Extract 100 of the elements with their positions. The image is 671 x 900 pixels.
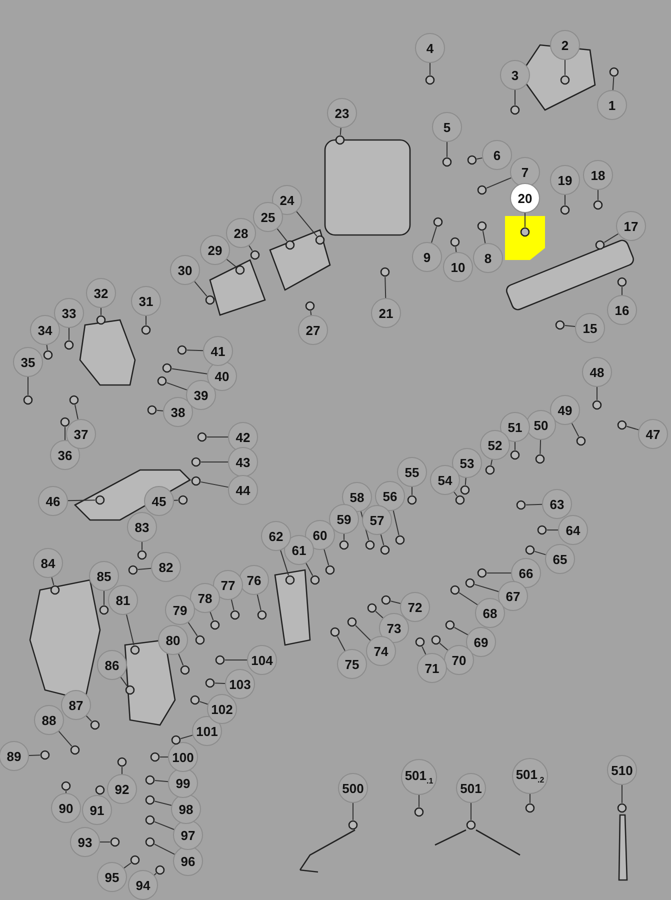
callout-number: 56 xyxy=(382,488,398,504)
callout-number: 102 xyxy=(211,702,233,716)
leader-line xyxy=(534,550,546,556)
leader-line xyxy=(486,177,512,189)
leader-line xyxy=(178,653,184,666)
leader-line xyxy=(46,344,48,351)
callout-number: 72 xyxy=(408,600,422,614)
callout-number: 45 xyxy=(152,494,166,508)
leader-line xyxy=(612,76,614,91)
leader-line xyxy=(230,599,234,611)
callout-number: 76 xyxy=(246,572,262,588)
leader-line xyxy=(166,382,188,390)
leader-line xyxy=(226,258,237,268)
callout-number: 97 xyxy=(180,828,196,842)
leader-line xyxy=(422,646,426,655)
leader-line xyxy=(154,844,176,855)
callout-number: 75 xyxy=(344,656,360,672)
leader-line xyxy=(626,426,640,430)
leader-line xyxy=(596,386,598,400)
callout-number: 25 xyxy=(260,210,276,224)
leader-line xyxy=(210,612,214,621)
callout-number: 38 xyxy=(170,404,186,420)
leader-line xyxy=(154,872,157,876)
leader-line xyxy=(186,350,204,352)
callout-number: 86 xyxy=(104,658,120,672)
callout-number: 73 xyxy=(386,620,402,636)
callout-number: 18 xyxy=(590,168,606,182)
leader-line xyxy=(194,281,208,297)
callout-number: 68 xyxy=(482,606,498,620)
callout-number: 37 xyxy=(74,426,88,442)
callout-number: 501 xyxy=(460,780,482,796)
callout-number: 42 xyxy=(236,430,250,444)
leader-line xyxy=(137,568,152,570)
leader-line xyxy=(482,230,486,244)
callout-number: 30 xyxy=(178,262,192,278)
callout-number: 85 xyxy=(96,568,112,584)
leader-line xyxy=(458,592,478,606)
callout-number: 54 xyxy=(438,472,452,488)
callout-number: 32 xyxy=(94,286,108,300)
callout-number: 39 xyxy=(194,388,208,402)
callout-number: 23 xyxy=(334,106,350,120)
callout-number: 96 xyxy=(180,854,196,868)
callout-number: 6 xyxy=(493,148,501,162)
callout-number: 94 xyxy=(136,878,150,892)
leader-line xyxy=(51,577,54,586)
callout-number: 88 xyxy=(42,712,56,728)
leader-line xyxy=(454,492,458,496)
callout-number: 35 xyxy=(20,354,36,370)
callout-number: 4 xyxy=(426,40,434,56)
callout-number: 41 xyxy=(210,344,226,358)
callout-number: 74 xyxy=(374,644,388,658)
leader-line xyxy=(526,504,542,506)
callout-number: 58 xyxy=(350,490,364,504)
callout-number: 92 xyxy=(114,782,130,796)
callout-number: 70 xyxy=(452,652,466,668)
leader-line xyxy=(336,636,346,652)
leader-line xyxy=(188,622,198,636)
leader-line xyxy=(439,642,448,651)
leader-line xyxy=(248,245,253,252)
leader-line xyxy=(28,754,40,756)
callout-number: 15 xyxy=(582,320,598,336)
leader-line xyxy=(310,310,312,316)
callout-number: 69 xyxy=(474,634,488,650)
callout-number: 104 xyxy=(251,652,273,668)
callout-number: 10 xyxy=(450,260,466,274)
leader-line xyxy=(446,142,448,158)
leader-line xyxy=(256,594,262,611)
callout-number: 8 xyxy=(484,250,492,266)
leader-line xyxy=(418,794,420,808)
callout-number: 66 xyxy=(518,566,534,580)
callout-number: 47 xyxy=(646,426,660,442)
callout-number: 81 xyxy=(116,592,130,608)
callout-number: 65 xyxy=(552,552,568,566)
leader-line xyxy=(199,701,208,705)
leader-line xyxy=(126,614,134,646)
callout-number: 46 xyxy=(46,494,60,508)
callout-number: 21 xyxy=(378,306,394,320)
leader-line xyxy=(340,127,342,136)
leader-line xyxy=(154,800,172,806)
callout-number: 28 xyxy=(234,226,248,240)
callout-number: 55 xyxy=(404,464,420,480)
callout-number: 501$_{.1}$ xyxy=(404,768,434,786)
leader-line xyxy=(180,734,194,740)
callout-number: 29 xyxy=(208,242,222,258)
callout-number: 36 xyxy=(58,448,72,462)
callout-number: 57 xyxy=(370,512,384,528)
leader-line xyxy=(514,90,516,106)
callout-number: 27 xyxy=(306,322,320,338)
callout-number: 87 xyxy=(68,698,84,712)
callout-number: 48 xyxy=(590,364,604,380)
callout-number: 93 xyxy=(78,834,92,850)
leader-line xyxy=(564,194,566,206)
callout-number: 90 xyxy=(58,800,74,816)
leader-line xyxy=(355,625,371,641)
leader-line xyxy=(564,60,566,76)
callout-number: 82 xyxy=(158,560,174,574)
callout-number: 59 xyxy=(336,512,352,526)
callout-number: 24 xyxy=(280,192,294,208)
leader-line xyxy=(540,440,542,454)
leader-line xyxy=(380,534,384,546)
